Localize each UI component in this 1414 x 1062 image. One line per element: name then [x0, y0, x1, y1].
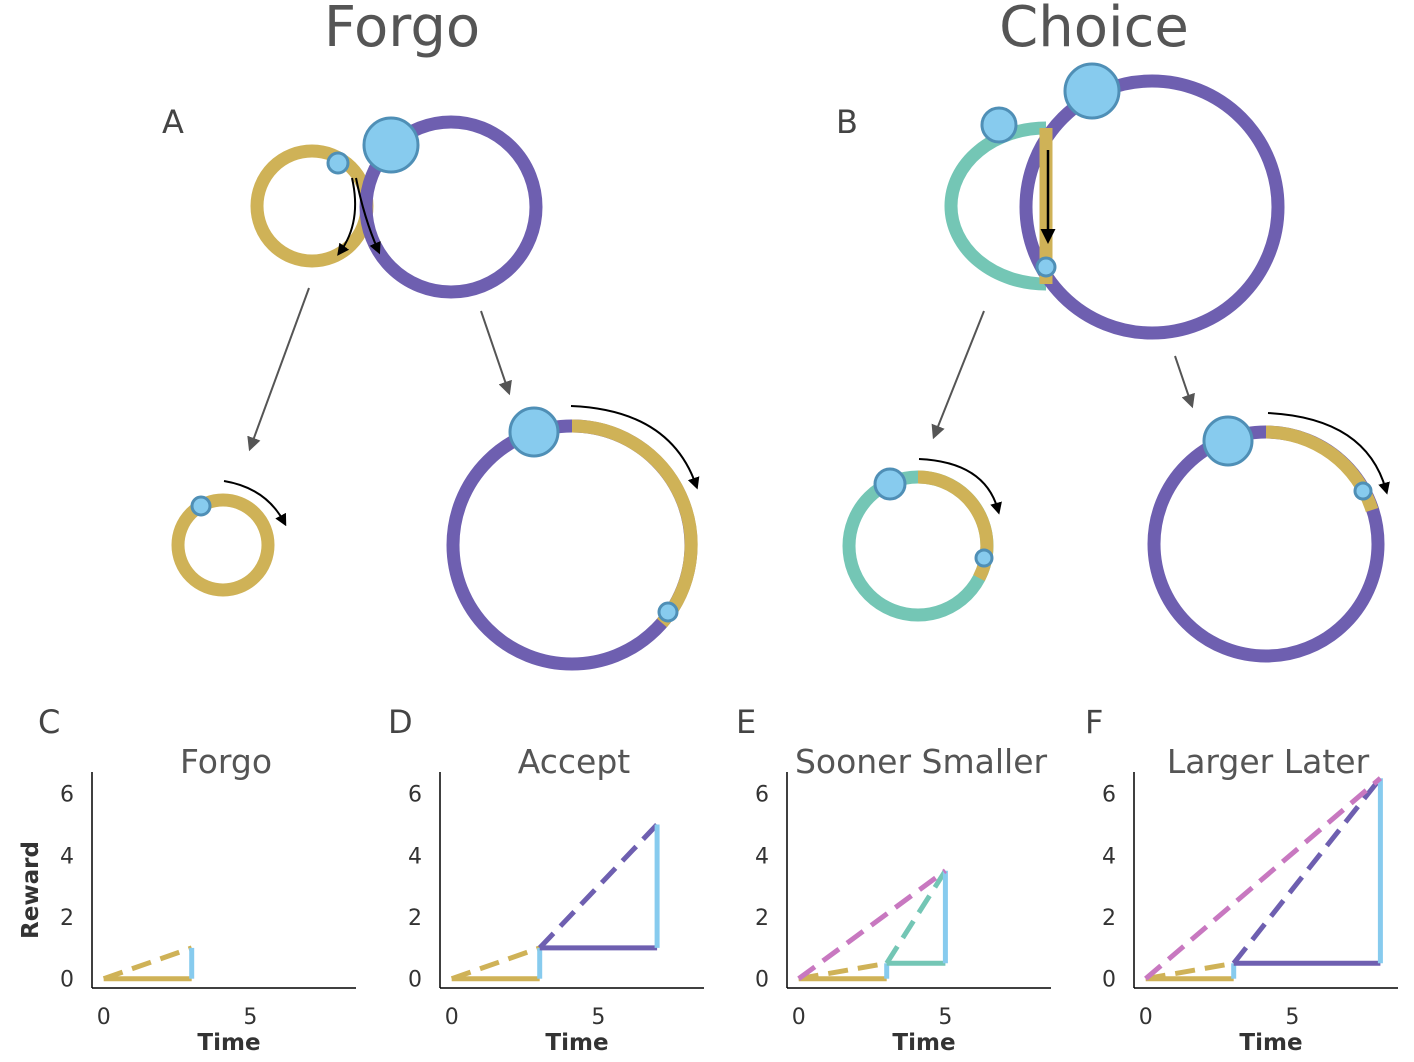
- series-line-purple-dashed: [1231, 776, 1383, 965]
- agent-large-outcome-b: [1202, 415, 1254, 467]
- x-tick-label: 0: [792, 1005, 806, 1030]
- y-tick-label: 6: [1102, 783, 1116, 808]
- diagram-forgo: [171, 115, 700, 671]
- outcome-arrow-sooner: [931, 310, 985, 440]
- x-tick-label: 0: [445, 1005, 459, 1030]
- y-tick-label: 2: [1102, 906, 1116, 931]
- y-tick-label: 2: [755, 906, 769, 931]
- series-line-gold-dashed: [798, 960, 888, 982]
- diagram-choice: [842, 62, 1390, 663]
- x-tick-label: 5: [243, 1005, 257, 1030]
- agent-small-b: [1035, 256, 1057, 278]
- outcome-arrow-later: [1174, 355, 1195, 409]
- agent-medium-outcome: [873, 467, 907, 501]
- gold-loop-outcome: [171, 493, 275, 597]
- outcome-arrow-accept: [480, 310, 512, 396]
- travel-arrow: [223, 480, 287, 527]
- y-tick-label: 6: [60, 783, 74, 808]
- purple-loop: [359, 115, 543, 299]
- y-tick-label: 4: [60, 844, 74, 869]
- gold-loop: [250, 144, 374, 268]
- y-tick-label: 6: [408, 783, 422, 808]
- series-line-gold-dashed: [1145, 960, 1235, 982]
- agent-small: [326, 151, 350, 175]
- panel-label-b: B: [836, 103, 858, 141]
- series-line-gold-dashed: [102, 945, 193, 982]
- series-line-pink-dashed: [797, 868, 947, 981]
- x-tick-label: 0: [97, 1005, 111, 1030]
- x-tick-label: 5: [591, 1005, 605, 1030]
- x-tick-label: 0: [1139, 1005, 1153, 1030]
- x-axis-label: Time: [892, 1030, 955, 1056]
- chart-title: Accept: [518, 742, 631, 781]
- x-axis-label: Time: [197, 1030, 260, 1056]
- x-axis-label: Time: [545, 1030, 608, 1056]
- panel-label-f: F: [1085, 703, 1103, 741]
- gold-segment-c: [1265, 425, 1379, 513]
- series-line-pink-dashed: [1144, 776, 1383, 981]
- x-axis-label: Time: [1239, 1030, 1302, 1056]
- outcome-arrow-forgo: [247, 287, 310, 452]
- gold-segment: [571, 419, 698, 628]
- y-tick-label: 6: [755, 783, 769, 808]
- y-tick-label: 0: [408, 968, 422, 993]
- travel-arrow-2: [570, 405, 700, 490]
- panel-label-a: A: [162, 103, 184, 141]
- travel-arrow-b: [918, 458, 1002, 515]
- choice-arrow-right: [355, 177, 381, 255]
- chart-title: Forgo: [180, 742, 272, 781]
- series-line-gold-dashed: [450, 945, 541, 982]
- y-tick-label: 0: [1102, 968, 1116, 993]
- x-tick-label: 5: [938, 1005, 952, 1030]
- agent-small-outcome: [190, 495, 212, 517]
- panel-label-c: C: [38, 703, 60, 741]
- y-tick-label: 2: [408, 906, 422, 931]
- agent-small-outcome-b: [974, 548, 994, 568]
- choice-arrow-left: [337, 177, 357, 256]
- y-tick-label: 4: [755, 844, 769, 869]
- series-line-purple-dashed: [537, 822, 659, 950]
- agent-small-outcome-2: [657, 601, 679, 623]
- y-tick-label: 4: [1102, 844, 1116, 869]
- agent-large-outcome: [508, 406, 560, 458]
- travel-arrow-c: [1267, 412, 1390, 495]
- purple-loop-large: [1019, 74, 1285, 340]
- y-tick-label: 2: [60, 906, 74, 931]
- agent-medium-b: [980, 106, 1018, 144]
- y-axis-label: Reward: [18, 841, 44, 939]
- chart-title: Sooner Smaller: [795, 742, 1048, 781]
- y-tick-label: 0: [755, 968, 769, 993]
- agent-large: [362, 116, 420, 174]
- y-tick-label: 0: [60, 968, 74, 993]
- series-line-teal-dashed: [884, 869, 948, 965]
- agent-large-b: [1063, 62, 1121, 120]
- x-tick-label: 5: [1285, 1005, 1299, 1030]
- heading-forgo: Forgo: [324, 0, 480, 60]
- y-tick-label: 4: [408, 844, 422, 869]
- chart-title: Larger Later: [1167, 742, 1370, 781]
- panel-label-d: D: [388, 703, 413, 741]
- panel-label-e: E: [736, 703, 756, 741]
- agent-small-outcome-c: [1353, 481, 1373, 501]
- heading-choice: Choice: [999, 0, 1189, 60]
